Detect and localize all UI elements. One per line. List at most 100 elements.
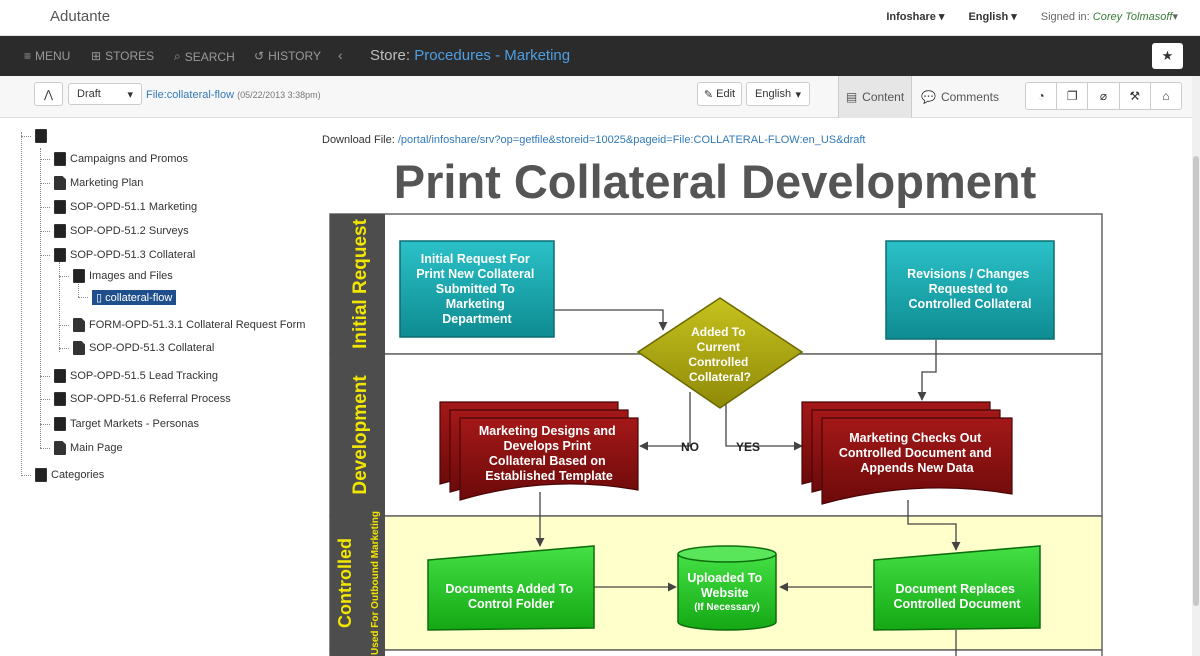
text-line: Added To bbox=[691, 325, 745, 339]
cylinder-uploaded-text: Uploaded To Website (If Necessary) bbox=[687, 569, 766, 613]
stores-button[interactable]: ⊞STORES bbox=[91, 49, 154, 63]
tree-item-label: Marketing Plan bbox=[70, 177, 144, 189]
tree-line bbox=[40, 447, 50, 449]
back-button[interactable]: ‹ bbox=[338, 47, 343, 63]
language-label: English bbox=[968, 11, 1009, 23]
text-line: Marketing bbox=[446, 297, 505, 311]
text-line: (If Necessary) bbox=[694, 602, 760, 613]
lane-label-controlled: Controlled bbox=[335, 538, 355, 628]
text-line: Control Folder bbox=[468, 597, 554, 611]
status-value: Draft bbox=[77, 88, 101, 100]
edit-button[interactable]: ✎Edit bbox=[697, 82, 742, 106]
menu-icon: ≡ bbox=[24, 49, 32, 63]
tree-line bbox=[21, 132, 22, 474]
tree-item-form-51-3-1[interactable]: FORM-OPD-51.3.1 Collateral Request Form bbox=[59, 317, 305, 333]
search-button[interactable]: ⌕SEARCH bbox=[174, 49, 235, 64]
decision-diamond bbox=[636, 297, 804, 409]
folder-page-icon bbox=[54, 224, 66, 238]
scrollbar-thumb[interactable] bbox=[1193, 156, 1199, 606]
tree-item-sop-51-6[interactable]: SOP-OPD-51.6 Referral Process bbox=[40, 391, 231, 407]
tree-line bbox=[40, 206, 50, 208]
text-line: Documents Added To bbox=[445, 582, 573, 596]
tree-line bbox=[40, 423, 50, 425]
text-line: Current bbox=[697, 340, 740, 354]
top-bar: Adutante Infoshare ▾ English ▾ Signed in… bbox=[0, 0, 1200, 36]
box-documents-added-text: Documents Added To Control Folder bbox=[445, 582, 576, 611]
tab-comments-label: Comments bbox=[940, 90, 999, 104]
file-link[interactable]: File:collateral-flow (05/22/2013 3:38pm) bbox=[146, 89, 321, 101]
connector bbox=[554, 309, 668, 331]
caret-down-icon: ▾ bbox=[1011, 11, 1017, 23]
tree-line bbox=[59, 324, 69, 326]
status-select[interactable]: Draft▾ bbox=[68, 83, 142, 105]
tree-item-sop-51-2[interactable]: SOP-OPD-51.2 Surveys bbox=[40, 223, 189, 239]
text-line: Controlled Document bbox=[893, 597, 1021, 611]
search-icon: ⌕ bbox=[174, 49, 181, 63]
text-line: Document Replaces bbox=[896, 582, 1016, 596]
lane-label-outbound: Used For Outbound Marketing bbox=[370, 511, 381, 655]
text-line: Established Template bbox=[485, 469, 613, 483]
tree-item-sop-51-1[interactable]: SOP-OPD-51.1 Marketing bbox=[40, 199, 197, 215]
store-label: Store: bbox=[370, 47, 411, 64]
history-button[interactable]: ↺HISTORY bbox=[254, 49, 321, 63]
tab-comments[interactable]: 💬 Comments bbox=[916, 76, 1004, 118]
history-icon: ↺ bbox=[254, 49, 265, 63]
file-icon: ▯ bbox=[96, 291, 106, 304]
tree-item-sop-51-5[interactable]: SOP-OPD-51.5 Lead Tracking bbox=[40, 368, 218, 384]
tree-toggle-button[interactable]: ⋀ bbox=[34, 82, 63, 106]
chat-icon[interactable]: ◔ bbox=[1026, 83, 1058, 109]
attachment-icon[interactable]: ⌀ bbox=[1088, 83, 1120, 109]
favorite-button[interactable]: ★ bbox=[1152, 43, 1183, 69]
tree-root[interactable] bbox=[21, 128, 47, 144]
lane-header-next bbox=[330, 650, 385, 656]
tree-item-target-markets[interactable]: Target Markets - Personas bbox=[40, 416, 199, 432]
infoshare-label: Infoshare bbox=[886, 11, 936, 23]
store-icon bbox=[35, 129, 47, 143]
tree-item-collateral-flow[interactable]: ▯ collateral-flow bbox=[78, 289, 177, 305]
tree-line bbox=[21, 135, 31, 137]
user-name[interactable]: Corey Tolmasoff bbox=[1092, 11, 1173, 23]
tree-item-label: Main Page bbox=[70, 442, 123, 454]
tag-icon[interactable]: ⌂ bbox=[1162, 89, 1170, 103]
menu-button[interactable]: ≡MENU bbox=[24, 49, 70, 63]
caret-down-icon: ▾ bbox=[1172, 11, 1178, 23]
language-dropdown[interactable]: English ▾ bbox=[968, 10, 1016, 23]
caret-down-icon: ▾ bbox=[938, 11, 945, 23]
download-link[interactable]: /portal/infoshare/srv?op=getfile&storeid… bbox=[397, 134, 866, 146]
store-name-link[interactable]: Procedures - Marketing bbox=[414, 47, 571, 64]
folder-page-icon bbox=[54, 152, 66, 166]
text-line: Print New Collateral bbox=[416, 267, 534, 281]
comments-icon: 💬 bbox=[921, 90, 936, 104]
folder-page-icon bbox=[54, 369, 66, 383]
tree-item-categories[interactable]: Categories bbox=[21, 467, 104, 483]
tree-item-sop-51-3-child[interactable]: SOP-OPD-51.3 Collateral bbox=[59, 340, 214, 356]
tree-item-sop-51-3[interactable]: SOP-OPD-51.3 Collateral bbox=[40, 247, 195, 263]
text-line: Controlled bbox=[688, 355, 748, 369]
text-line: Collateral? bbox=[689, 370, 751, 384]
page-icon bbox=[54, 176, 66, 190]
page-scrollbar[interactable] bbox=[1192, 76, 1200, 656]
brand-name[interactable]: Adutante bbox=[50, 8, 111, 25]
doc-marketing-designs bbox=[459, 417, 639, 501]
tree-item-campaigns[interactable]: Campaigns and Promos bbox=[40, 151, 188, 167]
infoshare-dropdown[interactable]: Infoshare ▾ bbox=[886, 10, 944, 23]
chevron-left-icon: ‹ bbox=[338, 47, 343, 63]
lane-label-development: Development bbox=[350, 375, 371, 495]
tree-line bbox=[21, 474, 31, 476]
tab-content[interactable]: ▤Content bbox=[838, 76, 912, 118]
tree-item-main-page[interactable]: Main Page bbox=[40, 440, 123, 456]
history-label: HISTORY bbox=[268, 49, 321, 63]
wrench-icon[interactable]: ⚒ bbox=[1120, 83, 1151, 109]
page-tree: Campaigns and Promos Marketing Plan SOP-… bbox=[0, 118, 310, 656]
connector bbox=[907, 500, 961, 551]
box-initial-request bbox=[399, 240, 555, 338]
lane-label-initial: Initial Request bbox=[350, 218, 371, 349]
tree-item-images-files[interactable]: Images and Files bbox=[59, 268, 173, 284]
tree-line bbox=[78, 284, 79, 297]
copy-icon[interactable]: ❐ bbox=[1057, 83, 1089, 109]
language-select[interactable]: English▾ bbox=[746, 82, 810, 106]
box-document-replaces-text: Document Replaces Controlled Document bbox=[893, 582, 1021, 611]
tree-item-marketing-plan[interactable]: Marketing Plan bbox=[40, 175, 143, 191]
folder-open-icon bbox=[54, 248, 66, 262]
cylinder-top bbox=[677, 545, 777, 563]
